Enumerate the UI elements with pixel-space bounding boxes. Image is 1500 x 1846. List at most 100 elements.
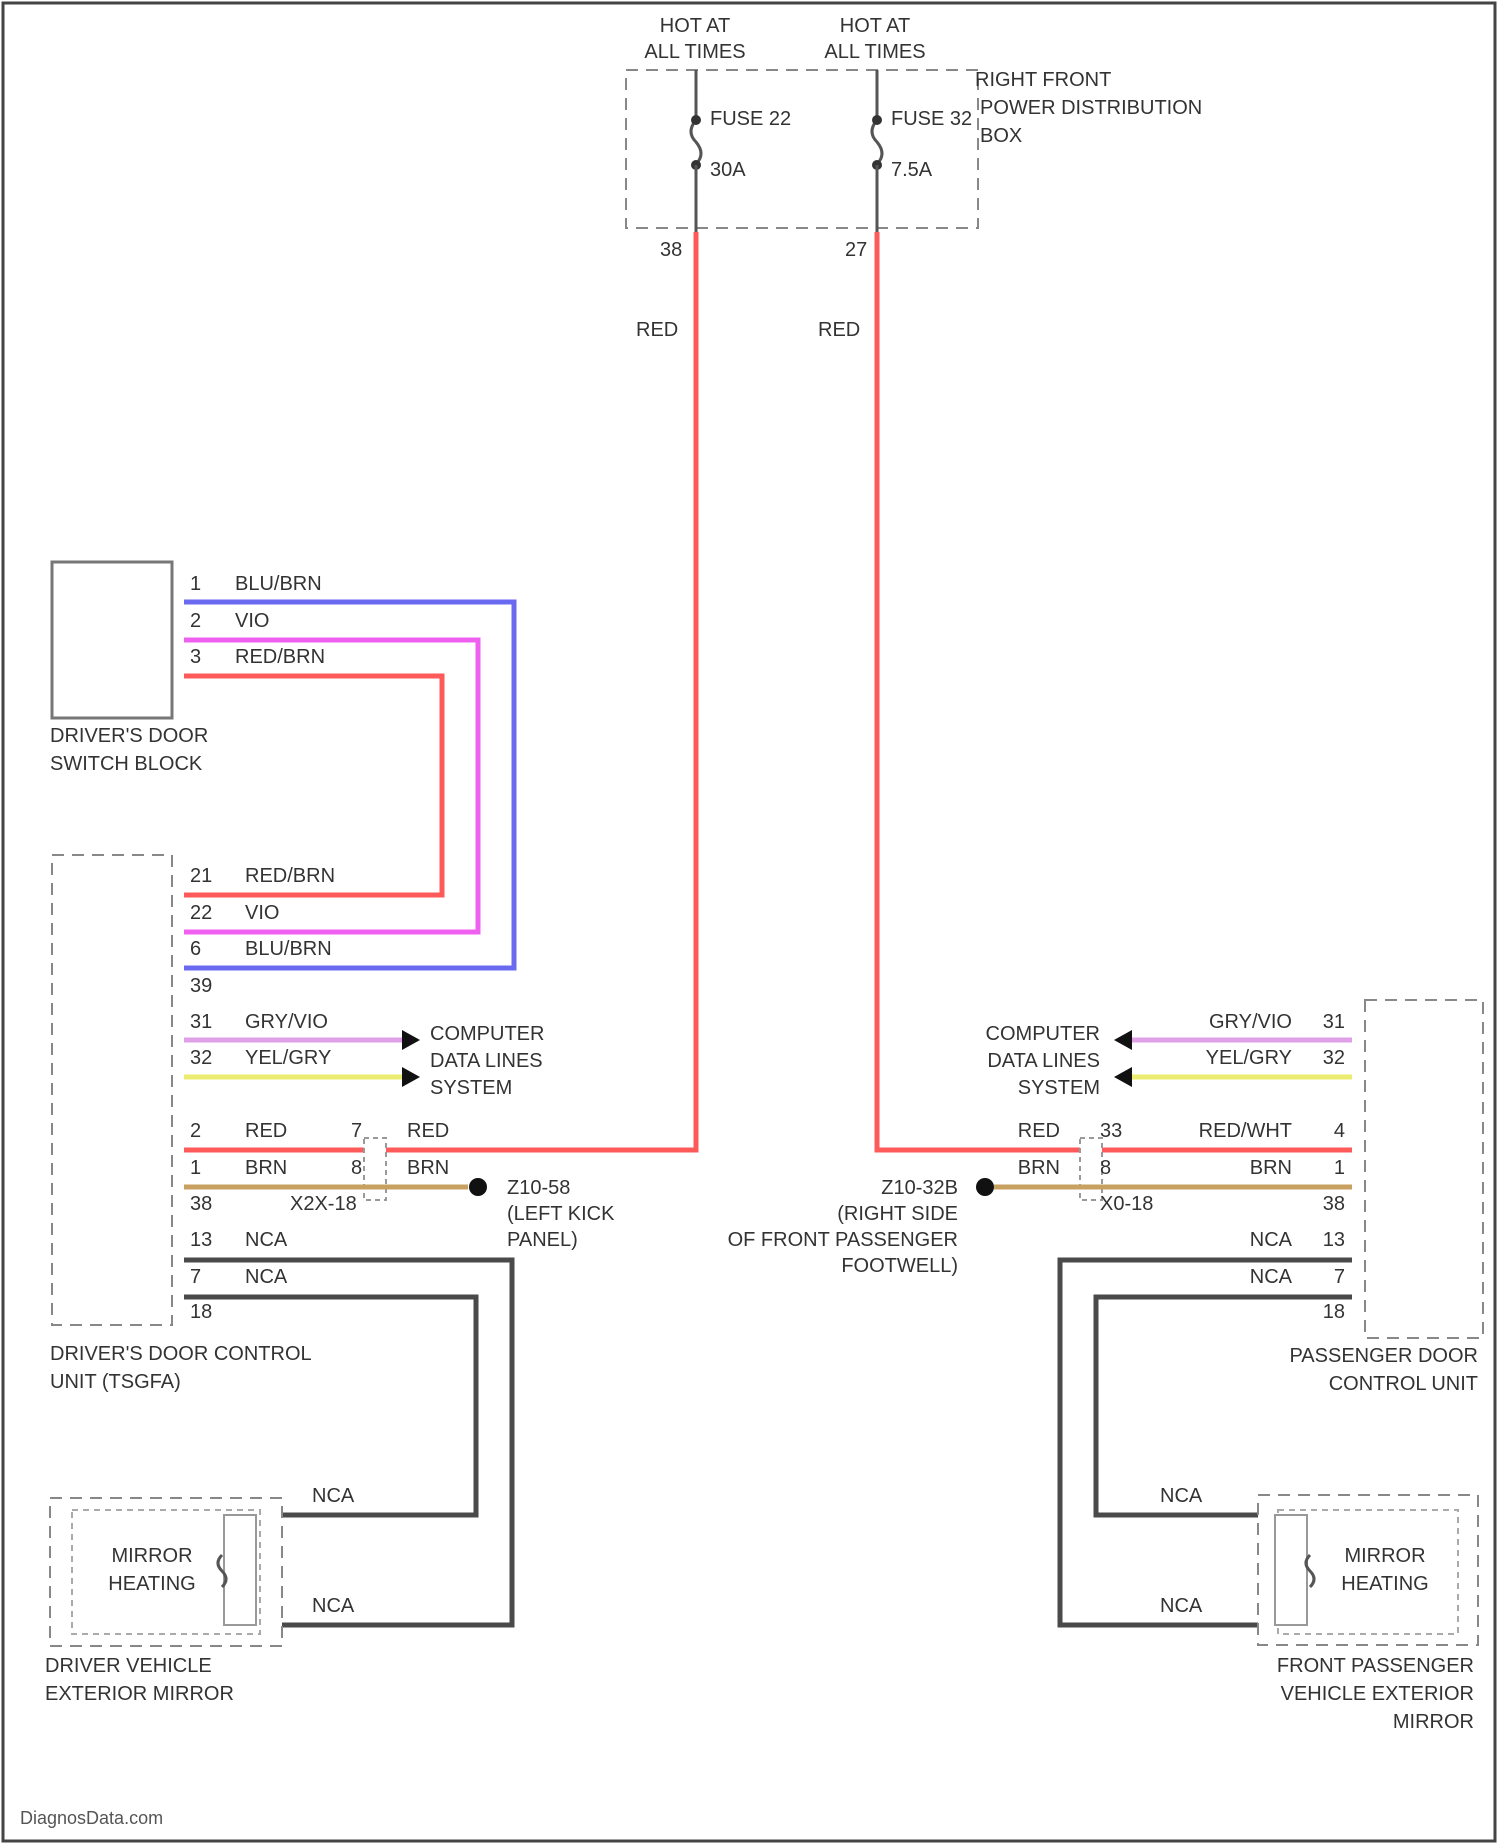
hot-right-1: HOT AT [840,15,910,37]
wire-nca-7-right [1096,1297,1352,1515]
dcu-pin-22: 22 [190,902,212,924]
wire-blu-brn [184,602,514,968]
x2x-pin-brn: 8 [351,1157,362,1179]
x2x-connector-label: X2X-18 [290,1193,357,1215]
computer-right-1: COMPUTER [986,1023,1100,1045]
mirror-left-heater-2: HEATING [108,1573,195,1595]
pcu-pin-7: 7 [1334,1266,1345,1288]
fuse2-name: FUSE 32 [891,108,972,130]
switch-wire-3: RED/BRN [235,646,325,668]
passenger-inline-connector: RED BRN 33 8 X0-18 Z10-32B (RIGHT SIDE O… [728,1120,1352,1277]
mirror-left-label-1: DRIVER VEHICLE [45,1655,212,1677]
power-box-label-2: POWER DISTRIBUTION [980,97,1202,119]
ground-left-icon [469,1178,487,1196]
fuse2-icon [872,120,882,164]
dcu-wire-31: GRY/VIO [245,1011,328,1033]
pcu-wire-7: NCA [1250,1266,1293,1288]
x0-red-before: RED [1018,1120,1060,1142]
hot-left-1: HOT AT [660,15,730,37]
passenger-control-label-1: PASSENGER DOOR [1289,1345,1478,1367]
fuse2-node-top [872,115,882,125]
x2x-brn-after: BRN [407,1157,449,1179]
driver-control-outline [52,855,172,1325]
passenger-control-label-2: CONTROL UNIT [1329,1373,1478,1395]
power-box-label-1: RIGHT FRONT [975,69,1111,91]
ground-left-2: (LEFT KICK [507,1203,615,1225]
wire-red-left-label: RED [636,319,678,341]
dcu-pin-7: 7 [190,1266,201,1288]
pcu-wire-32: YEL/GRY [1206,1047,1292,1069]
passenger-control-unit: PASSENGER DOOR CONTROL UNIT 31 GRY/VIO 3… [1199,1000,1483,1395]
fuse1-icon [691,120,701,164]
pcu-pin-31: 31 [1323,1011,1345,1033]
pcu-pin-32: 32 [1323,1047,1345,1069]
arrow-left-icon [1114,1030,1132,1050]
computer-left-2: DATA LINES [430,1050,543,1072]
passenger-control-outline [1365,1000,1483,1338]
mirror-right-label-1: FRONT PASSENGER [1277,1655,1474,1677]
driver-mirror: MIRROR HEATING DRIVER VEHICLE EXTERIOR M… [45,1498,282,1705]
power-pin-right: 27 [845,239,867,261]
pcu-pin-4: 4 [1334,1120,1345,1142]
dcu-pin-21: 21 [190,865,212,887]
switch-block-box [52,562,172,718]
x0-pin-brn: 8 [1100,1157,1111,1179]
mirror-left-wire-bottom: NCA [312,1595,355,1617]
dcu-wire-13: NCA [245,1229,288,1251]
switch-pin-3: 3 [190,646,201,668]
ground-left-1: Z10-58 [507,1177,570,1199]
pcu-wire-13: NCA [1250,1229,1293,1251]
dcu-wire-7: NCA [245,1266,288,1288]
ground-right-1: Z10-32B [881,1177,958,1199]
ground-right-2: (RIGHT SIDE [837,1203,958,1225]
ground-left-3: PANEL) [507,1229,578,1251]
mirror-right-label-2: VEHICLE EXTERIOR [1281,1683,1474,1705]
dcu-pin-39: 39 [190,975,212,997]
mirror-right-label-3: MIRROR [1393,1711,1474,1733]
passenger-data-lines: COMPUTER DATA LINES SYSTEM [986,1023,1352,1099]
dcu-pin-2: 2 [190,1120,201,1142]
pcu-pin-13: 13 [1323,1229,1345,1251]
switch-wire-2: VIO [235,610,269,632]
power-box-label-3: BOX [980,125,1022,147]
computer-right-3: SYSTEM [1018,1077,1100,1099]
dcu-pin-31: 31 [190,1011,212,1033]
dcu-wire-22: VIO [245,902,279,924]
arrow-right-icon [402,1030,420,1050]
mirror-right-wire-bottom: NCA [1160,1595,1203,1617]
power-distribution-box: HOT AT ALL TIMES HOT AT ALL TIMES RIGHT … [626,15,1202,261]
dcu-wire-6: BLU/BRN [245,938,332,960]
fuse1-rating: 30A [710,159,746,181]
dcu-pin-6: 6 [190,938,201,960]
mirror-connector-left [224,1515,256,1625]
ground-right-icon [976,1178,994,1196]
watermark: DiagnosData.com [20,1808,163,1828]
dcu-pin-1: 1 [190,1157,201,1179]
ground-right-4: FOOTWELL) [841,1255,958,1277]
arrow-right-icon [402,1067,420,1087]
switch-wire-1: BLU/BRN [235,573,322,595]
mirror-left-wire-top: NCA [312,1485,355,1507]
dcu-pin-38: 38 [190,1193,212,1215]
x0-connector-box [1080,1138,1102,1200]
mirror-right-heater-2: HEATING [1341,1573,1428,1595]
driver-control-unit: DRIVER'S DOOR CONTROL UNIT (TSGFA) 21 RE… [50,855,335,1393]
mirror-right-heater-1: MIRROR [1344,1545,1425,1567]
hot-left-2: ALL TIMES [644,41,745,63]
driver-data-lines: COMPUTER DATA LINES SYSTEM [184,1023,544,1099]
switch-pin-2: 2 [190,610,201,632]
driver-control-label-1: DRIVER'S DOOR CONTROL [50,1343,312,1365]
wire-red-brn [184,676,442,895]
dcu-wire-21: RED/BRN [245,865,335,887]
wire-vio [184,640,478,932]
pcu-pin-38: 38 [1323,1193,1345,1215]
mirror-left-label-2: EXTERIOR MIRROR [45,1683,234,1705]
computer-left-3: SYSTEM [430,1077,512,1099]
switch-pin-1: 1 [190,573,201,595]
power-box-outline [626,70,978,228]
switch-loop-wires [184,602,514,968]
dcu-pin-18: 18 [190,1301,212,1323]
x2x-pin-red: 7 [351,1120,362,1142]
